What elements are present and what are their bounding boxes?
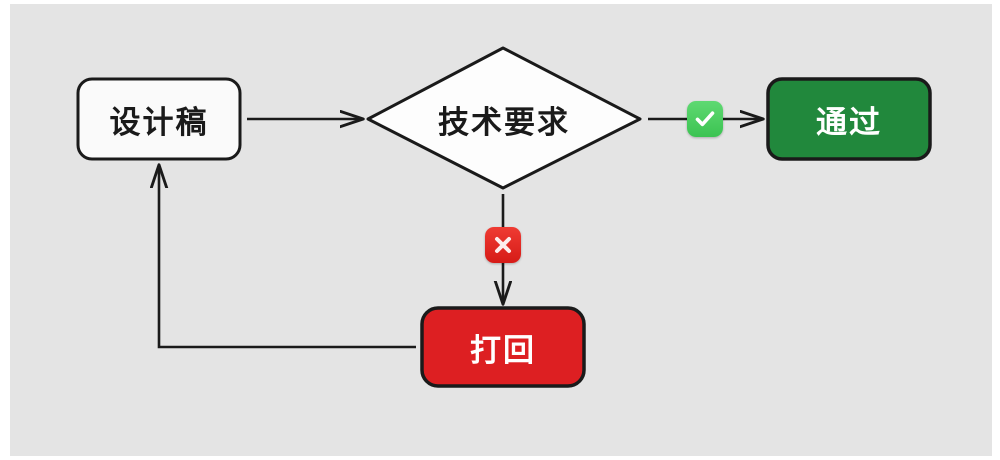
node-decision[interactable] (366, 46, 642, 190)
check-mark-button-icon (687, 101, 723, 137)
node-pass[interactable] (766, 77, 932, 161)
node-reject[interactable] (420, 306, 586, 388)
node-design[interactable] (76, 77, 242, 161)
cross-mark-button-icon (485, 227, 521, 263)
edge-reject-to-design (159, 166, 416, 349)
